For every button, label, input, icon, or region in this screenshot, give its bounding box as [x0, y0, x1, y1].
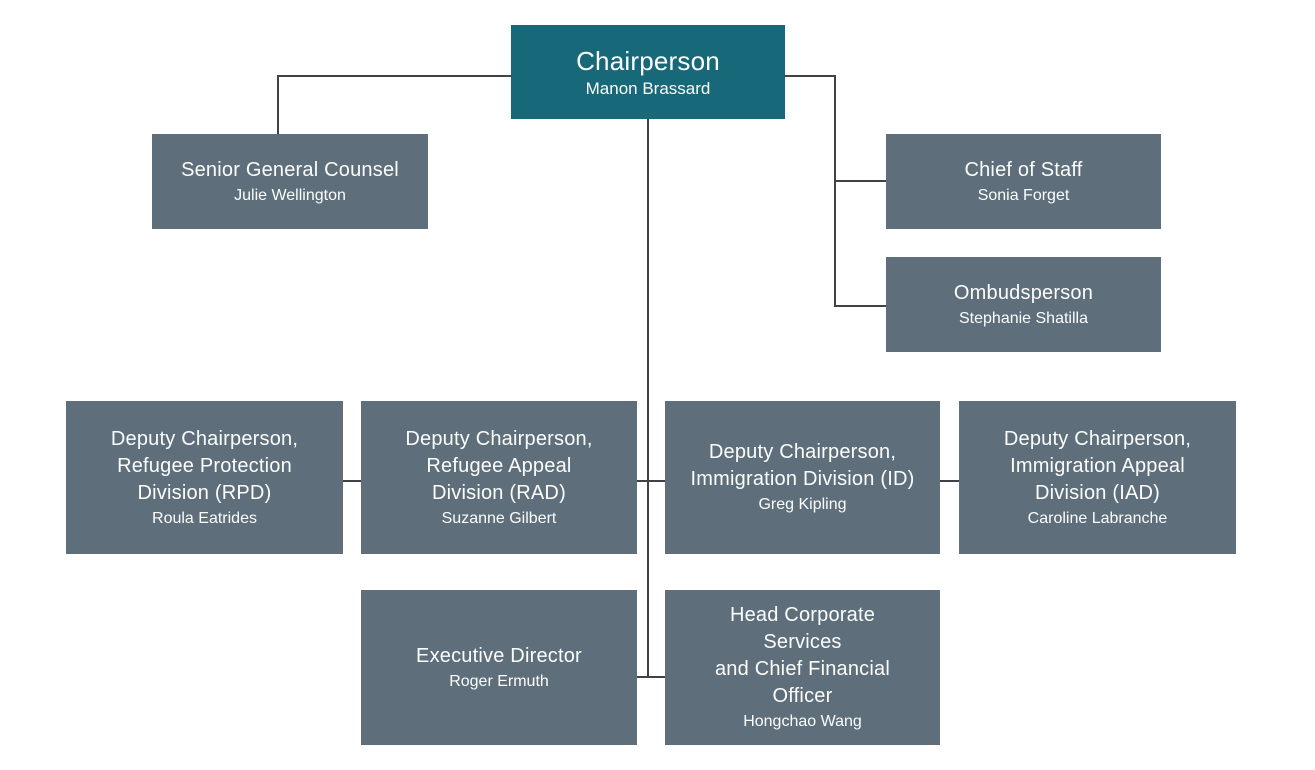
person-name: Manon Brassard	[585, 78, 711, 98]
role-title: Senior General Counsel	[181, 158, 399, 181]
person-name: Stephanie Shatilla	[959, 309, 1088, 327]
connector-line	[277, 75, 513, 77]
person-name: Roula Eatrides	[152, 509, 257, 527]
person-name: Hongchao Wang	[743, 713, 862, 730]
connector-line	[834, 75, 836, 307]
org-node-deputy-chairperson-rad: Deputy Chairperson, Refugee Appeal Divis…	[361, 401, 637, 554]
person-name: Roger Ermuth	[449, 672, 549, 690]
connector-line	[834, 180, 886, 182]
org-node-executive-director: Executive Director Roger Ermuth	[361, 590, 637, 745]
org-node-deputy-chairperson-id: Deputy Chairperson, Immigration Division…	[665, 401, 940, 554]
connector-line	[647, 119, 649, 678]
role-title: Head Corporate Services and Chief Financ…	[714, 604, 890, 707]
role-title: Chairperson	[576, 45, 720, 76]
connector-line	[637, 676, 665, 678]
role-title: Deputy Chairperson, Refugee Appeal Divis…	[405, 427, 593, 504]
org-node-deputy-chairperson-iad: Deputy Chairperson, Immigration Appeal D…	[959, 401, 1236, 554]
role-title: Executive Director	[416, 644, 582, 667]
person-name: Caroline Labranche	[1027, 509, 1168, 527]
person-name: Sonia Forget	[977, 186, 1070, 204]
connector-line	[637, 480, 665, 482]
role-title: Deputy Chairperson, Refugee Protection D…	[110, 427, 299, 504]
role-title: Deputy Chairperson, Immigration Appeal D…	[1003, 427, 1192, 504]
connector-line	[277, 75, 279, 135]
person-name: Greg Kipling	[758, 496, 847, 513]
org-node-chief-of-staff: Chief of Staff Sonia Forget	[886, 134, 1161, 229]
org-node-chairperson: Chairperson Manon Brassard	[511, 25, 785, 119]
org-node-senior-general-counsel: Senior General Counsel Julie Wellington	[152, 134, 428, 229]
connector-line	[834, 305, 886, 307]
org-node-head-corporate-services-cfo: Head Corporate Services and Chief Financ…	[665, 590, 940, 745]
person-name: Suzanne Gilbert	[441, 509, 557, 527]
org-node-ombudsperson: Ombudsperson Stephanie Shatilla	[886, 257, 1161, 352]
role-title: Deputy Chairperson, Immigration Division…	[690, 441, 915, 490]
person-name: Julie Wellington	[234, 186, 346, 204]
connector-line	[940, 480, 959, 482]
role-title: Ombudsperson	[953, 281, 1094, 304]
org-node-deputy-chairperson-rpd: Deputy Chairperson, Refugee Protection D…	[66, 401, 343, 554]
connector-line	[783, 75, 836, 77]
connector-line	[343, 480, 361, 482]
role-title: Chief of Staff	[964, 158, 1083, 181]
